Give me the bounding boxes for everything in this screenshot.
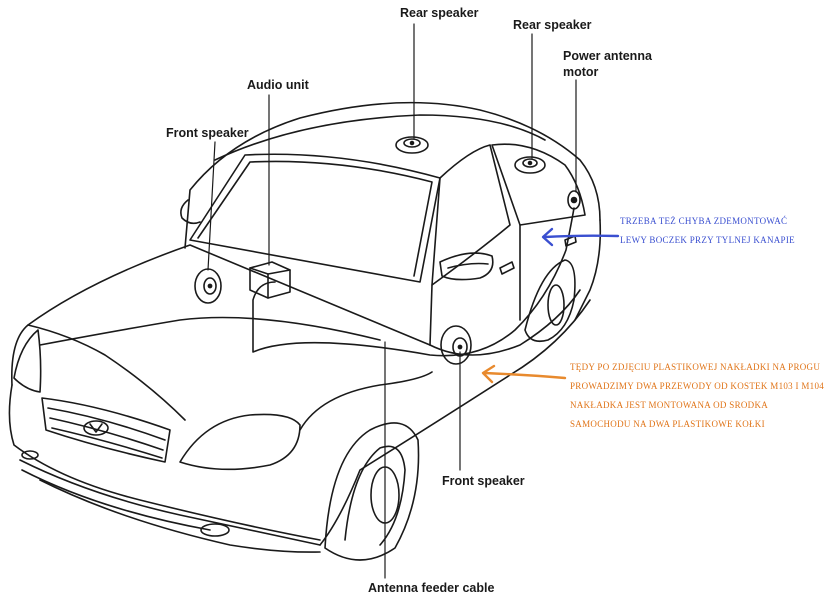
note-orange: TĘDY PO ZDJĘCIU PLASTIKOWEJ NAKŁADKI NA … — [570, 358, 824, 434]
side-windows — [429, 143, 586, 346]
antenna-feeder-cable — [252, 207, 575, 357]
note-orange-line: PROWADZIMY DWA PRZEWODY OD KOSTEK M103 I… — [570, 381, 824, 391]
note-orange-line: SAMOCHODU NA DWA PLASTIKOWE KOŁKI — [570, 419, 765, 429]
orange-arrow — [481, 364, 567, 384]
label-power-antenna-motor-line2: motor — [563, 65, 599, 79]
speakers — [194, 136, 581, 365]
label-rear-speaker-right: Rear speaker — [513, 18, 592, 32]
label-front-speaker-left: Front speaker — [166, 126, 249, 140]
note-orange-line: NAKŁADKA JEST MONTOWANA OD SRODKA — [570, 400, 769, 410]
label-audio-unit: Audio unit — [247, 78, 309, 92]
front-lights-grille — [13, 329, 301, 537]
label-antenna-feeder-cable: Antenna feeder cable — [368, 581, 495, 595]
windshield — [189, 153, 441, 283]
far-mirror — [180, 199, 201, 225]
note-blue: TRZEBA TEŻ CHYBA ZDEMONTOWAĆ LEWY BOCZEK… — [620, 212, 795, 250]
label-rear-speaker-top: Rear speaker — [400, 6, 479, 20]
leader-lines — [207, 23, 577, 579]
label-power-antenna-motor-line1: Power antenna — [563, 49, 652, 63]
note-blue-line: TRZEBA TEŻ CHYBA ZDEMONTOWAĆ — [620, 216, 788, 226]
note-orange-line: TĘDY PO ZDJĘCIU PLASTIKOWEJ NAKŁADKI NA … — [570, 362, 821, 372]
audio-unit — [249, 261, 291, 299]
note-blue-line: LEWY BOCZEK PRZY TYLNEJ KANAPIE — [620, 235, 795, 245]
blue-arrow — [541, 227, 620, 247]
label-front-speaker-bottom: Front speaker — [442, 474, 525, 488]
